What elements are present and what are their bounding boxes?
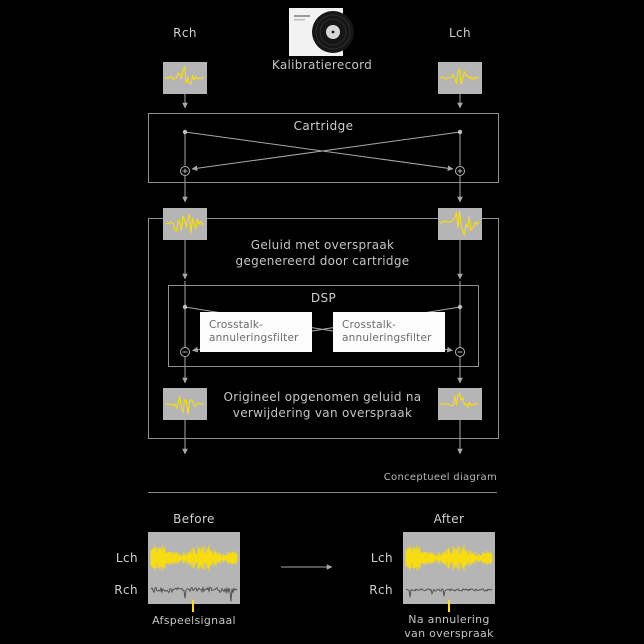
before-rch-label: Rch bbox=[114, 583, 138, 597]
waveform-input-right bbox=[438, 62, 482, 94]
before-caption: Afspeelsignaal bbox=[152, 614, 236, 627]
before-marker-tick bbox=[192, 600, 194, 612]
waveform-crosstalk-left bbox=[163, 208, 207, 240]
after-title: After bbox=[433, 512, 465, 526]
waveform-trace bbox=[439, 210, 480, 236]
before-lch-waveform bbox=[150, 544, 238, 572]
filter-label-line2: annuleringsfilter bbox=[342, 332, 432, 344]
after-marker-tick bbox=[448, 600, 450, 612]
cartridge-label: Cartridge bbox=[293, 119, 354, 133]
crosstalk-sound-box bbox=[148, 218, 499, 439]
crosstalk-caption-line1: Geluid met overspraak bbox=[250, 238, 395, 252]
dsp-box: DSP bbox=[168, 285, 479, 367]
lch-label: Lch bbox=[448, 26, 472, 40]
after-rch-label: Rch bbox=[369, 583, 393, 597]
output-caption: Origineel opgenomen geluid na verwijderi… bbox=[148, 389, 497, 421]
cartridge-box: Cartridge bbox=[148, 113, 499, 183]
before-lch-label: Lch bbox=[115, 551, 138, 565]
crosstalk-filter-right: Crosstalk- annuleringsfilter bbox=[333, 312, 445, 352]
waveform-trace bbox=[164, 65, 205, 85]
before-waveform-image bbox=[148, 532, 240, 604]
waveform-input-left bbox=[163, 62, 207, 94]
conceptual-diagram-note: Conceptueel diagram bbox=[383, 472, 497, 483]
filter-label-line1: Crosstalk- bbox=[209, 319, 264, 331]
after-lch-waveform bbox=[405, 544, 493, 572]
before-rch-waveform bbox=[150, 586, 238, 602]
after-caption-line2: van overspraak bbox=[404, 627, 494, 640]
filter-label-line1: Crosstalk- bbox=[342, 319, 397, 331]
after-lch-label: Lch bbox=[370, 551, 393, 565]
filter-label-line2: annuleringsfilter bbox=[209, 332, 299, 344]
crosstalk-caption: Geluid met overspraak gegenereerd door c… bbox=[148, 237, 497, 269]
waveform-trace bbox=[439, 392, 479, 409]
junction-dots bbox=[182, 129, 463, 310]
after-caption: Na annulering van overspraak bbox=[389, 613, 509, 641]
waveform-output-right bbox=[438, 388, 482, 420]
record-caption: Kalibratierecord bbox=[271, 58, 373, 72]
crosstalk-filter-left: Crosstalk- annuleringsfilter bbox=[200, 312, 312, 352]
rch-label: Rch bbox=[173, 26, 197, 40]
vinyl-record-icon bbox=[289, 8, 354, 56]
waveform-crosstalk-right bbox=[438, 208, 482, 240]
output-caption-line1: Origineel opgenomen geluid na bbox=[223, 390, 422, 404]
before-title: Before bbox=[173, 512, 215, 526]
waveform-trace bbox=[164, 396, 204, 415]
after-caption-line1: Na annulering bbox=[408, 613, 490, 626]
sum-junction-icons bbox=[180, 166, 465, 357]
section-divider bbox=[148, 492, 497, 493]
crosstalk-caption-line2: gegenereerd door cartridge bbox=[235, 254, 410, 268]
after-rch-waveform bbox=[405, 588, 493, 598]
waveform-trace bbox=[164, 213, 204, 234]
after-waveform-image bbox=[403, 532, 495, 604]
output-caption-line2: verwijdering van overspraak bbox=[232, 406, 413, 420]
waveform-trace bbox=[439, 67, 479, 85]
calibration-record-image bbox=[289, 8, 357, 56]
waveform-output-left bbox=[163, 388, 207, 420]
dsp-label: DSP bbox=[310, 291, 337, 305]
